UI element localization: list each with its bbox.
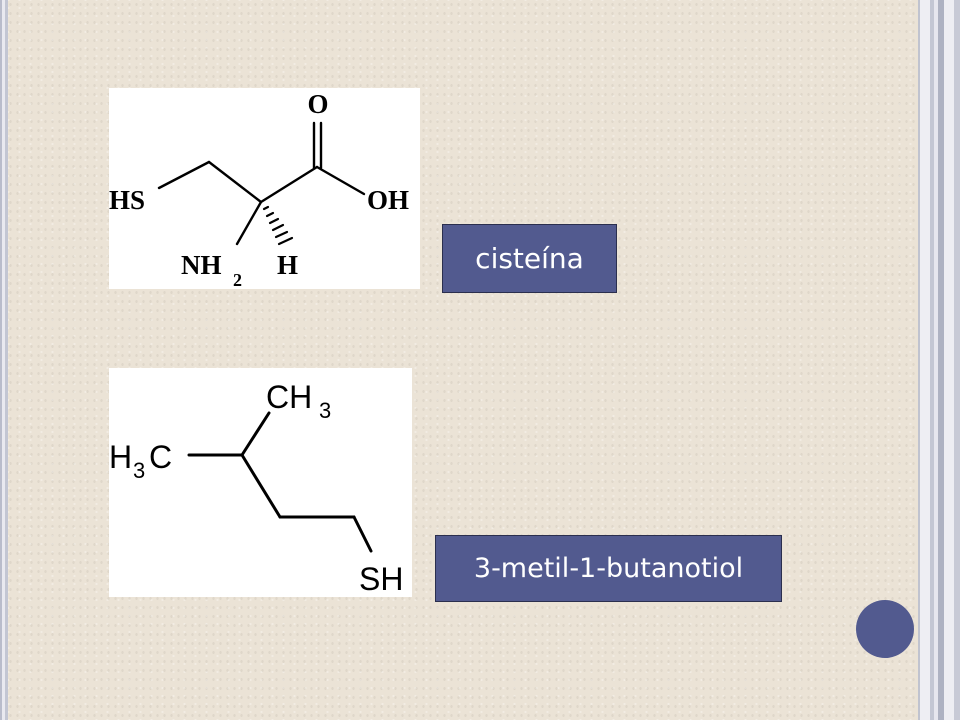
bond bbox=[240, 411, 271, 457]
cysteine-label-text: cisteína bbox=[475, 242, 584, 275]
bond bbox=[315, 165, 366, 196]
decorative-circle bbox=[856, 600, 914, 658]
atom-label: C bbox=[149, 439, 172, 475]
atom-label: OH bbox=[367, 185, 409, 215]
bond bbox=[157, 160, 211, 190]
atom-label: O bbox=[307, 89, 328, 119]
atom-label: HS bbox=[109, 185, 145, 215]
bond bbox=[352, 515, 373, 553]
slide-right-frame bbox=[918, 0, 960, 720]
cysteine-label: cisteína bbox=[442, 224, 617, 293]
methylbutanethiol-structure-image: CH 3 H 3 C SH bbox=[109, 368, 412, 597]
atom-label: SH bbox=[359, 561, 403, 597]
atom-label: NH bbox=[181, 250, 222, 280]
cysteine-structure-image: O OH HS NH 2 H bbox=[109, 88, 420, 289]
methylbutanethiol-label: 3-metil-1-butanotiol bbox=[435, 535, 782, 602]
methylbutanethiol-label-text: 3-metil-1-butanotiol bbox=[473, 553, 744, 584]
bond bbox=[235, 200, 263, 246]
bond bbox=[207, 160, 263, 204]
atom-subscript: 3 bbox=[133, 458, 145, 483]
atom-label: CH bbox=[266, 379, 312, 415]
atom-label: H bbox=[277, 250, 298, 280]
atom-subscript: 3 bbox=[319, 398, 331, 423]
atom-label: H bbox=[109, 439, 132, 475]
bond bbox=[259, 165, 319, 204]
bond bbox=[240, 453, 282, 519]
hashed-wedge-bond bbox=[262, 205, 294, 246]
atom-subscript: 2 bbox=[233, 270, 242, 289]
slide-left-frame bbox=[0, 0, 8, 720]
